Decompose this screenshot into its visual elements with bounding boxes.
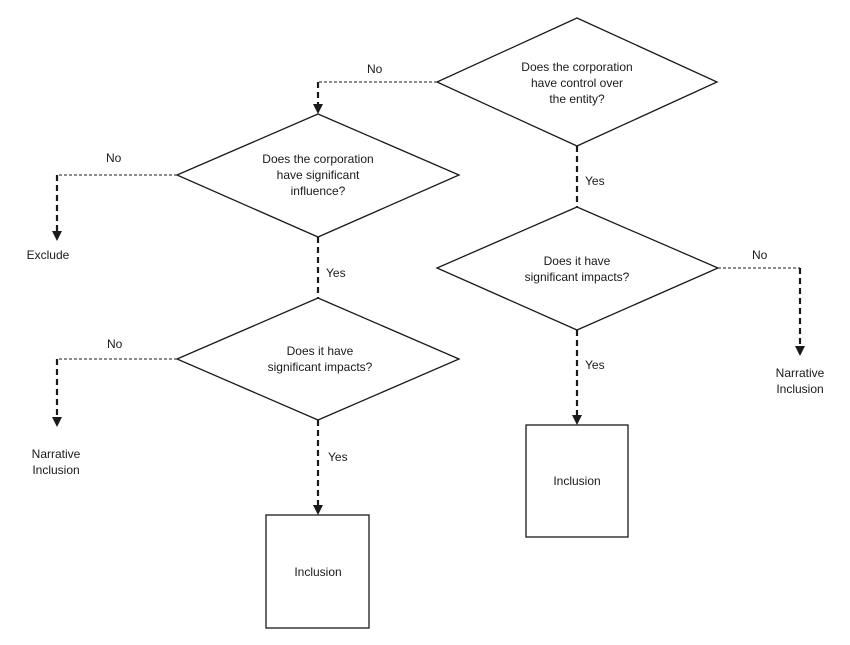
edge-influence-no bbox=[52, 174, 177, 241]
edge-impacts-left-no bbox=[52, 358, 177, 427]
edge-impacts-right-no bbox=[718, 267, 805, 356]
decision-impacts-left-line-1: Does it have bbox=[287, 344, 354, 358]
decision-control-line-3: the entity? bbox=[549, 92, 605, 106]
decision-influence-line-1: Does the corporation bbox=[262, 152, 373, 166]
decision-influence: Does the corporation have significant in… bbox=[175, 113, 461, 238]
label-control-yes: Yes bbox=[585, 174, 605, 188]
outcome-inclusion-left: Inclusion bbox=[265, 514, 370, 629]
decision-impacts-left: Does it have significant impacts? bbox=[175, 297, 461, 421]
outcome-exclude-label: Exclude bbox=[27, 248, 70, 262]
decision-control: Does the corporation have control over t… bbox=[435, 17, 719, 147]
label-influence-yes: Yes bbox=[326, 266, 346, 280]
label-control-no: No bbox=[367, 62, 383, 76]
edge-control-no bbox=[313, 81, 437, 114]
outcome-inclusion-right: Inclusion bbox=[525, 424, 629, 538]
decision-control-line-1: Does the corporation bbox=[521, 60, 632, 74]
edge-impacts-right-yes bbox=[572, 330, 582, 425]
label-impacts-left-no: No bbox=[107, 337, 123, 351]
outcome-narrative-left-line-1: Narrative bbox=[32, 447, 81, 461]
decision-impacts-right: Does it have significant impacts? bbox=[435, 206, 720, 331]
decision-impacts-left-line-2: significant impacts? bbox=[268, 360, 373, 374]
outcome-inclusion-right-label: Inclusion bbox=[553, 474, 600, 488]
outcome-narrative-right-line-2: Inclusion bbox=[776, 382, 823, 396]
decision-influence-line-3: influence? bbox=[291, 184, 346, 198]
label-impacts-right-no: No bbox=[752, 248, 768, 262]
decision-control-line-2: have control over bbox=[531, 76, 623, 90]
label-impacts-right-yes: Yes bbox=[585, 358, 605, 372]
outcome-narrative-left-line-2: Inclusion bbox=[32, 463, 79, 477]
decision-influence-line-2: have significant bbox=[277, 168, 360, 182]
decision-impacts-right-line-1: Does it have bbox=[544, 254, 611, 268]
outcome-narrative-right-line-1: Narrative bbox=[776, 366, 825, 380]
outcome-inclusion-left-label: Inclusion bbox=[294, 565, 341, 579]
label-impacts-left-yes: Yes bbox=[328, 450, 348, 464]
label-influence-no: No bbox=[106, 151, 122, 165]
decision-impacts-right-line-2: significant impacts? bbox=[525, 270, 630, 284]
edge-impacts-left-yes bbox=[313, 420, 323, 515]
